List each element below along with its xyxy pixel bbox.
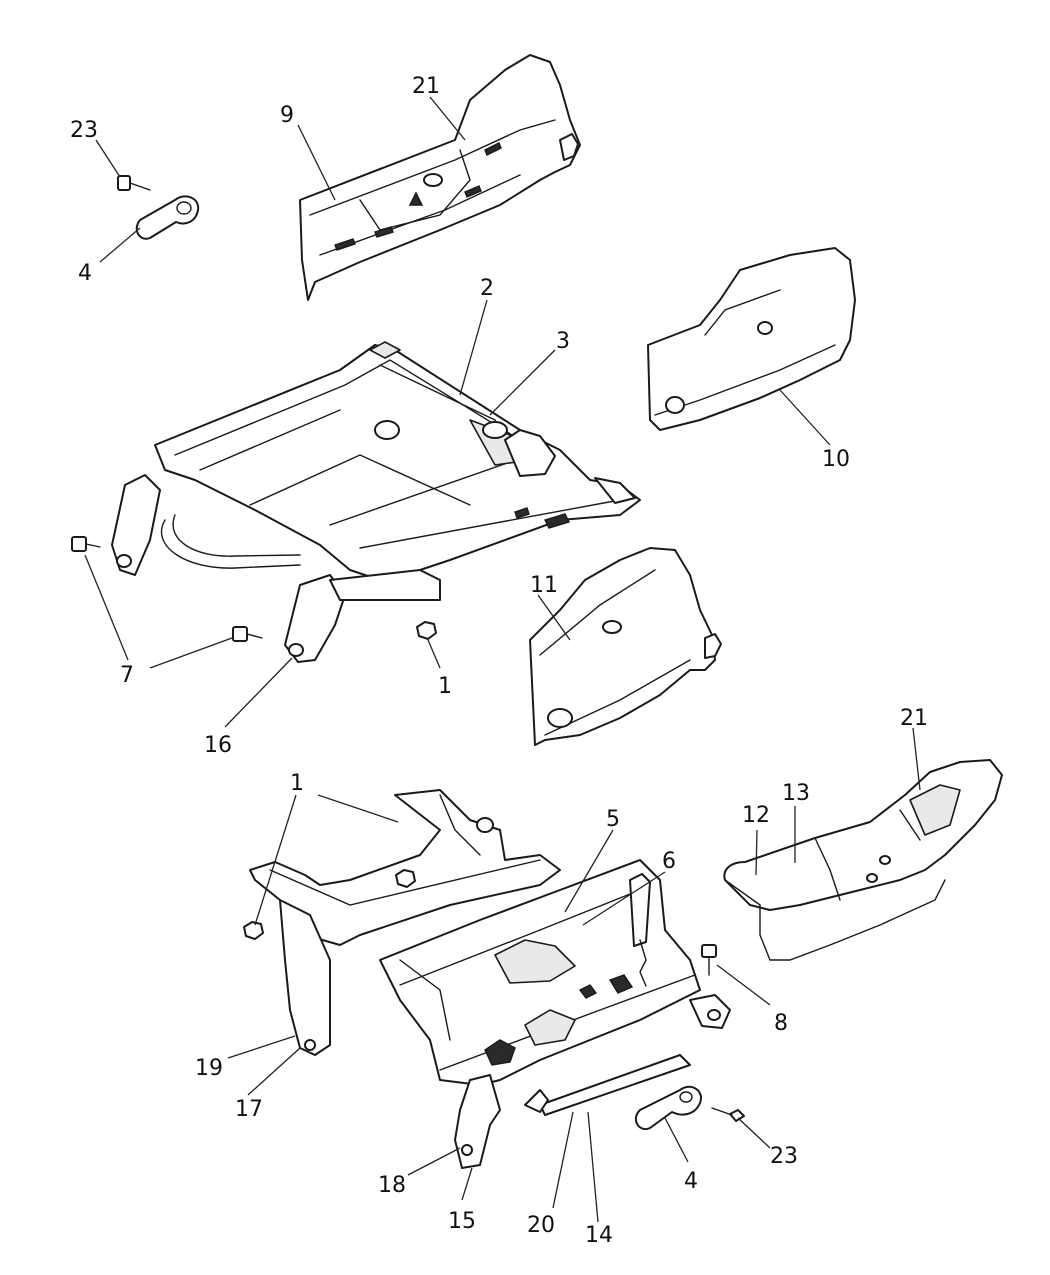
callout-21-lower: 21 (900, 706, 928, 731)
part-1-nut-lower-a (395, 869, 416, 888)
callout-21: 21 (412, 74, 440, 99)
callout-16: 16 (204, 733, 232, 758)
callout-3: 3 (556, 329, 570, 354)
callout-1-mid: 1 (438, 674, 452, 699)
callout-23-lower: 23 (770, 1144, 798, 1169)
callout-labels: 23 4 21 9 2 3 10 11 7 7 1 16 21 12 13 1 … (70, 74, 928, 1248)
upper-seat-frame (111, 341, 641, 663)
part-12-13-21-lower-cover (723, 759, 1003, 961)
part-11-inner-cover (529, 547, 722, 746)
leader-lines (84, 96, 921, 1223)
part-9-outboard-shield (299, 54, 581, 301)
part-7-bolt-right (232, 626, 263, 642)
part-1-nut-lower-b (243, 921, 264, 940)
callout-15: 15 (448, 1209, 476, 1234)
callout-5: 5 (606, 807, 620, 832)
part-1-nut-mid (416, 621, 437, 640)
part-4-recliner-handle-top (135, 195, 200, 240)
callout-7-left: 7 (120, 663, 134, 688)
part-10-inner-shield (647, 247, 856, 431)
callout-23: 23 (70, 118, 98, 143)
callout-4: 4 (78, 261, 92, 286)
callout-14: 14 (585, 1223, 613, 1248)
callout-17: 17 (235, 1097, 263, 1122)
callout-8: 8 (774, 1011, 788, 1036)
callout-10: 10 (822, 447, 850, 472)
callout-2: 2 (480, 276, 494, 301)
callout-9: 9 (280, 103, 294, 128)
lower-track-assembly (249, 789, 731, 1169)
callout-18: 18 (378, 1173, 406, 1198)
part-7-bolt-left (71, 536, 101, 552)
callout-19: 19 (195, 1056, 223, 1081)
part-23-screw-lower (711, 1107, 745, 1122)
callout-11: 11 (530, 573, 558, 598)
callout-6: 6 (662, 849, 676, 874)
part-23-screw-top (117, 175, 151, 191)
callout-12: 12 (742, 803, 770, 828)
callout-4-lower: 4 (684, 1169, 698, 1194)
part-8-bolt (701, 944, 717, 976)
callout-20: 20 (527, 1213, 555, 1238)
callout-1-lower: 1 (290, 771, 304, 796)
callout-13: 13 (782, 781, 810, 806)
